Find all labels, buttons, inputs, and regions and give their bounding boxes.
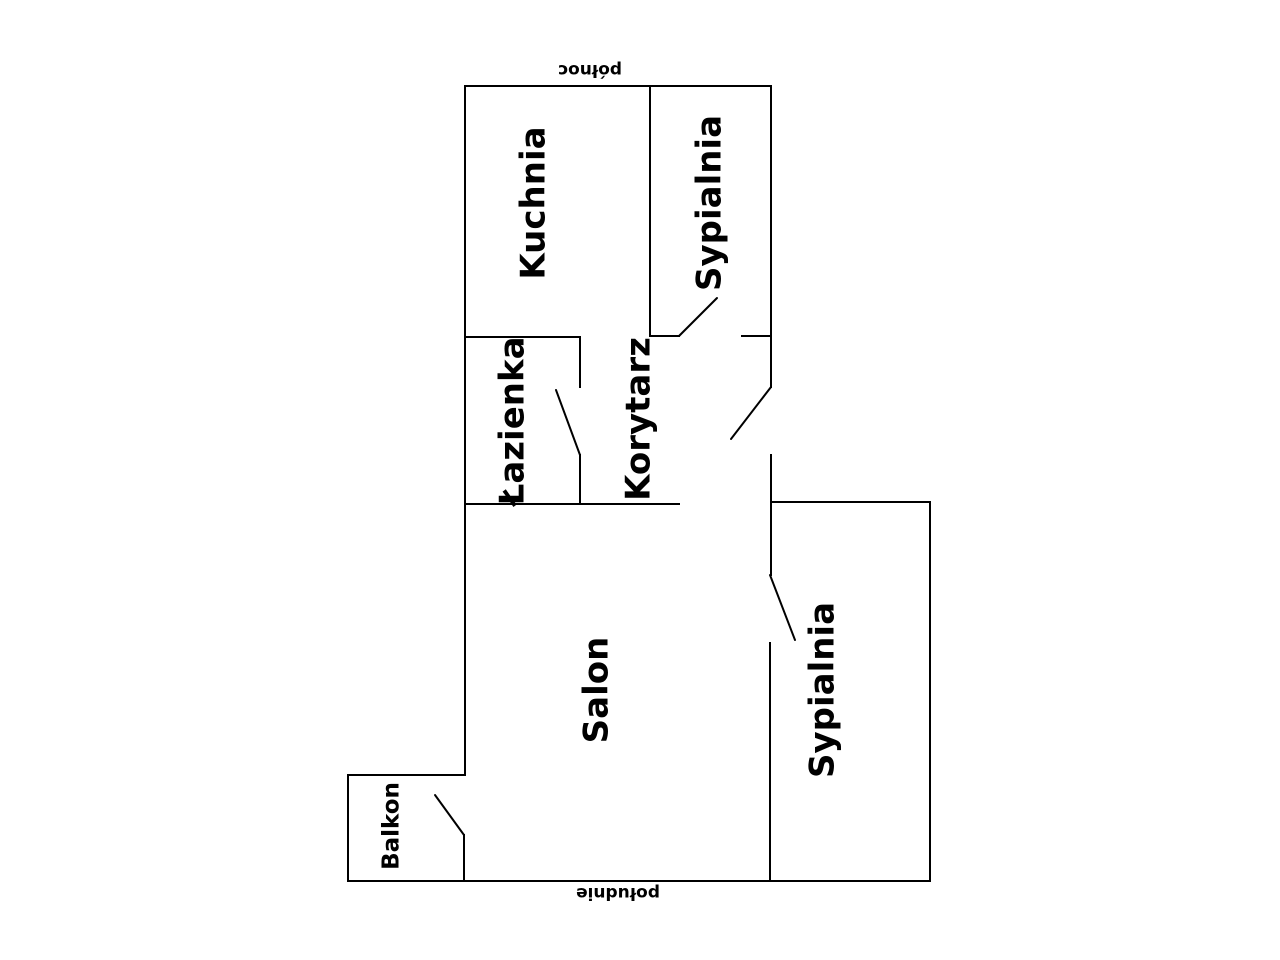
door-corridor-east (730, 386, 772, 440)
room-label-bathroom: Łazienka (493, 336, 533, 507)
walls (347, 85, 931, 882)
north-label: północ (558, 60, 622, 80)
doors (434, 297, 796, 836)
room-label-bedroom-south: Sypialnia (803, 602, 843, 778)
south-label: południe (576, 883, 660, 903)
room-label-bedroom-north: Sypialnia (690, 115, 730, 291)
door-bedroom-north (678, 297, 718, 337)
room-label-living-room: Salon (577, 637, 617, 744)
door-bedroom-south (769, 574, 796, 641)
room-label-corridor: Korytarz (619, 337, 659, 501)
room-label-kitchen: Kuchnia (514, 126, 554, 279)
door-bathroom (555, 389, 581, 456)
room-label-balcony: Balkon (379, 782, 405, 870)
door-balcony (434, 794, 465, 836)
